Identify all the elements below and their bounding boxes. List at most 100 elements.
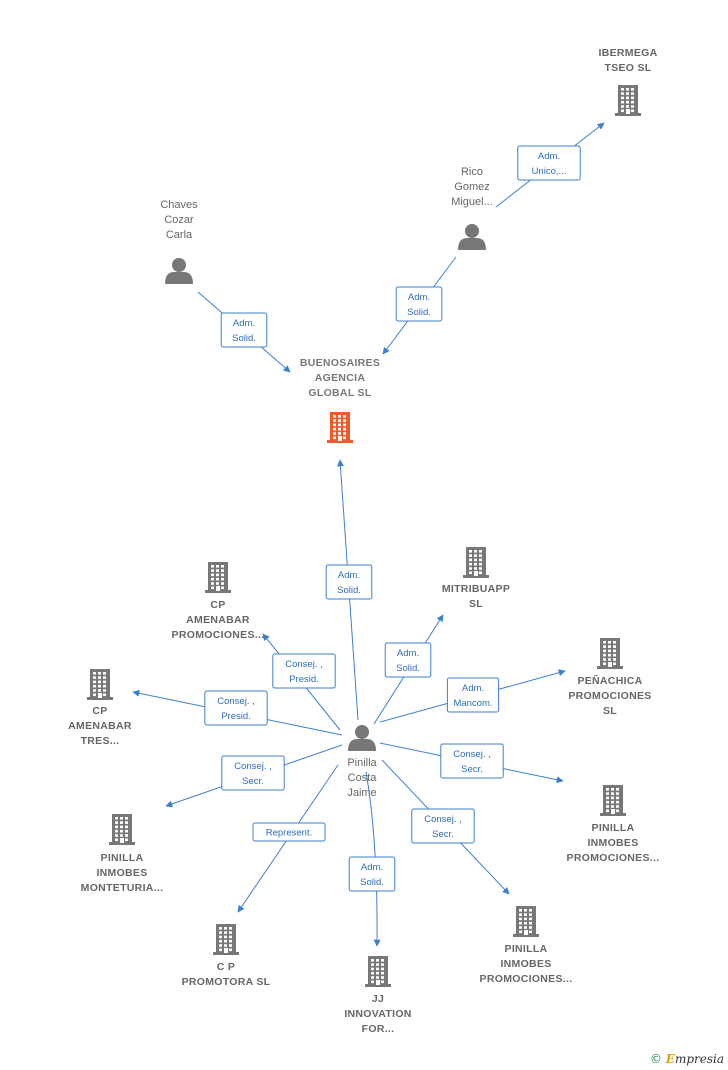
role-label-line: Solid. xyxy=(360,877,384,888)
relation-edge: Consej. , Presid. xyxy=(132,689,343,736)
building-icon xyxy=(87,669,113,700)
role-label-line: Solid. xyxy=(396,663,420,674)
role-label-line: Adm. xyxy=(233,318,255,329)
role-label-box[interactable] xyxy=(411,808,475,844)
role-label: Adm.Solid. xyxy=(407,292,431,318)
role-label: Consej. , Secr. xyxy=(234,761,272,787)
role-label: Adm.Solid. xyxy=(232,318,256,344)
name-line: SL xyxy=(603,705,617,717)
role-label-line: Unico,... xyxy=(532,166,567,177)
name-line: Jaime xyxy=(347,787,376,799)
name-line: Gomez xyxy=(454,181,489,193)
role-label-line: Adm. xyxy=(462,683,484,694)
relation-edge: Consej. , Presid. xyxy=(262,633,341,731)
role-label-line: Secr. xyxy=(461,764,483,775)
role-label-box[interactable] xyxy=(204,690,268,726)
role-label-line: Consej. , xyxy=(453,749,491,760)
name-line: INMOBES xyxy=(96,867,147,879)
copyright-symbol: © xyxy=(649,1052,662,1066)
role-label: Adm.Solid. xyxy=(360,862,384,888)
role-label-box[interactable] xyxy=(272,653,336,689)
name-line: JJ xyxy=(372,993,384,1005)
role-label-line: Adm. xyxy=(538,151,560,162)
role-label: Represent. xyxy=(266,828,312,839)
relation-edge: Adm. Mancom. xyxy=(379,669,566,723)
role-label-line: Adm. xyxy=(408,292,430,303)
role-label-line: Adm. xyxy=(338,570,360,581)
name-line: Pinilla xyxy=(347,757,377,769)
role-label-box[interactable] xyxy=(395,286,443,322)
role-label: Adm. Unico,... xyxy=(532,151,567,177)
name-line: PROMOCIONES... xyxy=(172,629,265,641)
role-label-box[interactable] xyxy=(348,856,396,892)
role-label-line: Consej. , xyxy=(285,659,323,670)
role-label-box[interactable] xyxy=(325,564,373,600)
name-line: PEÑACHICA xyxy=(577,674,642,687)
name-line: AMENABAR xyxy=(68,720,132,732)
role-label-box[interactable] xyxy=(384,642,432,678)
role-label-line: Consej. , xyxy=(217,696,255,707)
role-label-line: Solid. xyxy=(337,585,361,596)
person-icon xyxy=(165,258,193,284)
building-icon xyxy=(109,814,135,845)
role-label-box[interactable] xyxy=(517,145,581,181)
name-line: PROMOCIONES... xyxy=(567,852,660,864)
name-line: GLOBAL SL xyxy=(308,387,371,399)
role-label-box[interactable] xyxy=(440,743,504,779)
name-line: AMENABAR xyxy=(186,614,250,626)
role-label-line: Presid. xyxy=(221,711,251,722)
edges-layer: Adm.Unico,...Adm.Solid.Adm.Solid.Adm.Sol… xyxy=(132,122,605,947)
role-label: Adm.Solid. xyxy=(396,648,420,674)
empresia-watermark: © Empresia xyxy=(650,1052,724,1066)
role-label-line: Mancom. xyxy=(453,698,492,709)
role-label-line: Consej. , xyxy=(424,814,462,825)
name-line: AGENCIA xyxy=(315,372,366,384)
role-label: Adm. Mancom. xyxy=(453,683,492,709)
role-label: Adm. Solid. xyxy=(337,570,361,596)
building-icon xyxy=(463,547,489,578)
role-label: Consej. ,Secr. xyxy=(424,814,462,840)
role-label-box[interactable] xyxy=(221,755,285,791)
name-line: PINILLA xyxy=(592,822,635,834)
role-label-box[interactable] xyxy=(252,822,326,842)
role-label-line: Secr. xyxy=(242,776,264,787)
name-line: CP xyxy=(92,705,107,717)
name-line: MITRIBUAPP xyxy=(442,583,510,595)
company-node[interactable]: CP AMENABAR TRES... xyxy=(68,669,132,747)
building-icon xyxy=(327,412,353,443)
role-label-line: Consej. , xyxy=(234,761,272,772)
name-line: PINILLA xyxy=(505,943,548,955)
relation-edge: Adm.Solid. xyxy=(348,771,396,947)
relation-edge: Consej. , Secr. xyxy=(165,744,343,808)
building-icon xyxy=(513,906,539,937)
role-label-line: Presid. xyxy=(289,674,319,685)
building-icon xyxy=(600,785,626,816)
role-label-box[interactable] xyxy=(220,312,268,348)
relation-edge: Consej. , Secr. xyxy=(381,759,510,895)
role-label-box[interactable] xyxy=(446,677,500,713)
name-line: TRES... xyxy=(81,735,120,747)
name-line: FOR... xyxy=(362,1023,395,1035)
